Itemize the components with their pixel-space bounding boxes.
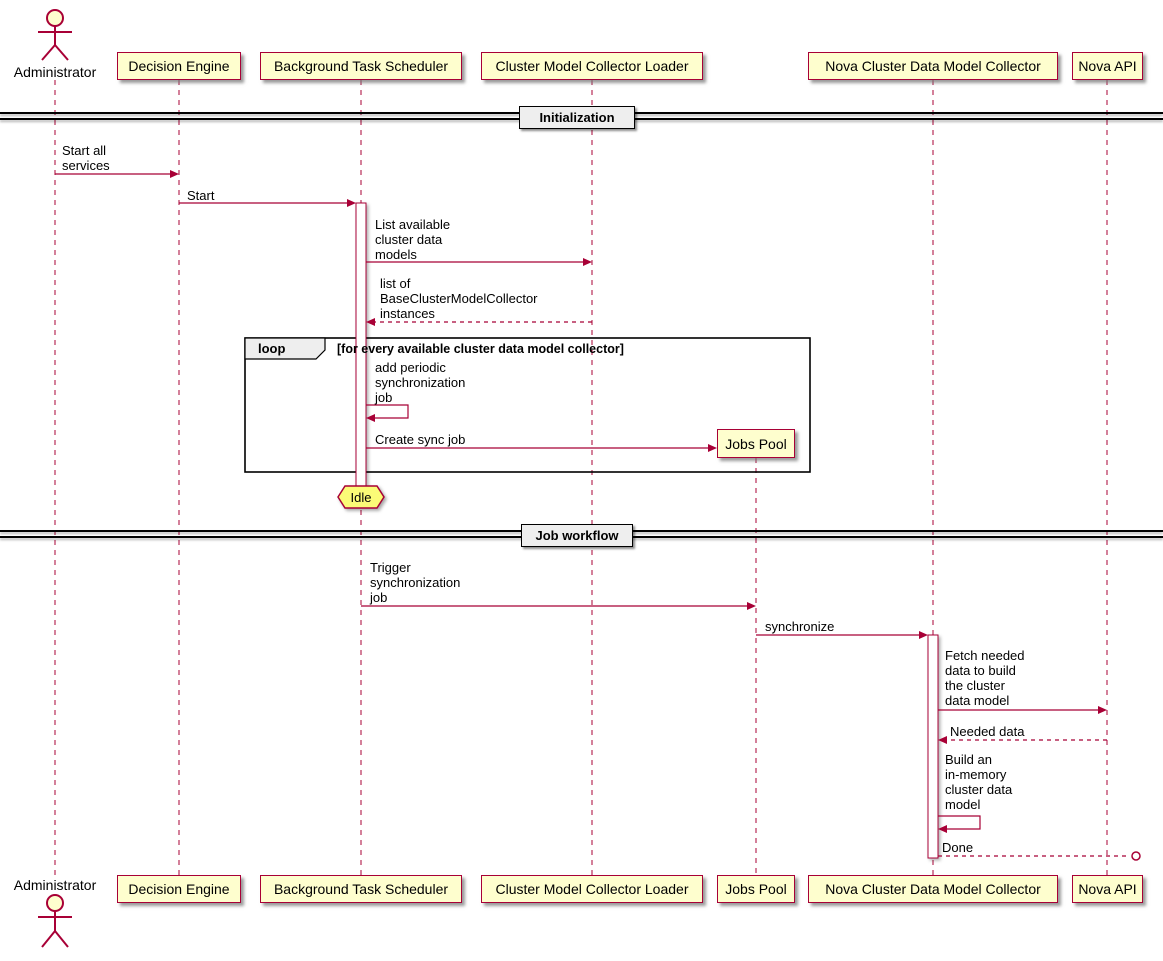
message-start: Start	[187, 188, 215, 203]
participant-jobs-pool-bottom: Jobs Pool	[717, 875, 795, 903]
actor-label-administrator-bottom: Administrator	[13, 877, 97, 893]
message-create-sync-job: Create sync job	[375, 432, 466, 447]
activation-nova-cluster-data-model-collector	[927, 634, 939, 859]
participant-nova-api-bottom: Nova API	[1072, 875, 1143, 903]
loop-condition: [for every available cluster data model …	[337, 342, 624, 356]
message-add-periodic-job: add periodic synchronization job	[375, 360, 466, 405]
divider-initialization: Initialization	[519, 106, 635, 129]
arrow-start-all-services	[55, 170, 179, 178]
participant-decision-engine-bottom: Decision Engine	[117, 875, 241, 903]
participant-nova-cluster-data-model-collector-top: Nova Cluster Data Model Collector	[808, 52, 1058, 80]
arrow-synchronize	[756, 631, 928, 639]
message-collector-instances: list of BaseClusterModelCollector instan…	[380, 276, 538, 321]
message-build-model: Build an in-memory cluster data model	[945, 752, 1013, 812]
message-fetch-needed-data: Fetch needed data to build the cluster d…	[945, 648, 1025, 708]
arrow-return-collector-instances	[366, 318, 592, 326]
participant-nova-cluster-data-model-collector-bottom: Nova Cluster Data Model Collector	[808, 875, 1058, 903]
arrow-done-lost-message	[938, 851, 1141, 861]
participant-cluster-model-collector-loader-top: Cluster Model Collector Loader	[481, 52, 703, 80]
divider-job-workflow: Job workflow	[521, 524, 633, 547]
arrow-list-available-models	[366, 258, 592, 266]
actor-label-administrator-top: Administrator	[13, 64, 97, 80]
loop-frame	[244, 337, 811, 473]
message-done: Done	[942, 840, 974, 855]
arrow-fetch-needed-data	[938, 706, 1107, 714]
loop-keyword: loop	[258, 341, 286, 356]
arrow-create-sync-job	[366, 444, 717, 452]
message-trigger-sync-job: Trigger synchronization job	[370, 560, 461, 605]
administrator-actor-icon-bottom	[38, 894, 72, 948]
administrator-actor-icon-top	[38, 9, 72, 61]
idle-state-label: Idle	[350, 489, 372, 505]
message-synchronize: synchronize	[765, 619, 835, 634]
participant-nova-api-top: Nova API	[1072, 52, 1143, 80]
participant-background-task-scheduler-bottom: Background Task Scheduler	[260, 875, 462, 903]
idle-hexagon	[337, 485, 385, 509]
arrow-return-needed-data	[938, 736, 1107, 744]
participant-background-task-scheduler-top: Background Task Scheduler	[260, 52, 462, 80]
arrow-self-build-model	[938, 815, 981, 833]
message-list-available-models: List available cluster data models	[375, 217, 451, 262]
message-start-all-services: Start all services	[62, 143, 110, 173]
participant-jobs-pool-created: Jobs Pool	[717, 429, 795, 458]
arrow-start	[179, 199, 356, 207]
message-arrows	[55, 170, 1141, 861]
lost-message-circle-icon	[1131, 851, 1141, 861]
message-needed-data: Needed data	[950, 724, 1025, 739]
arrow-self-add-periodic-job	[366, 404, 409, 422]
arrow-trigger-sync-job	[361, 602, 756, 610]
participant-decision-engine-top: Decision Engine	[117, 52, 241, 80]
participant-cluster-model-collector-loader-bottom: Cluster Model Collector Loader	[481, 875, 703, 903]
loop-keyword-pentagon	[244, 337, 326, 360]
